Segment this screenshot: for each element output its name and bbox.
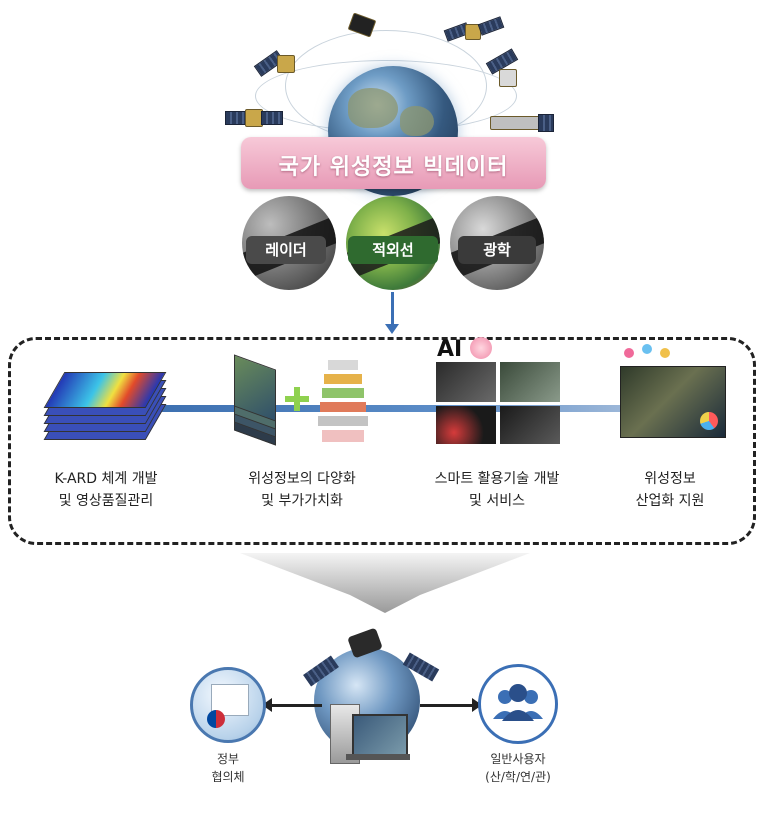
users-label-line1: 일반사용자 <box>490 752 546 766</box>
step-smart-service: 스마트 활용기술 개발 및 서비스 <box>404 468 590 512</box>
image-stack-icon <box>228 354 278 446</box>
process-dashed-box <box>8 337 756 545</box>
step-k-ard: K-ARD 체계 개발 및 영상품질관리 <box>26 468 186 512</box>
laptop-base-icon <box>346 754 410 760</box>
arrowhead-right <box>472 698 482 712</box>
step-industry-support-line1: 위성정보 <box>644 471 696 487</box>
users-label-line2: (산/학/연/관) <box>485 770 551 784</box>
arrow-to-users <box>420 704 476 707</box>
step-industry-support-line2: 산업화 지원 <box>635 493 705 509</box>
government-label-line2: 협의체 <box>211 770 245 784</box>
step-k-ard-line2: 및 영상품질관리 <box>58 493 154 509</box>
process-flow-line <box>150 405 630 412</box>
government-node <box>190 667 266 743</box>
users-node <box>478 664 558 744</box>
ai-badge: AI <box>437 337 463 362</box>
funnel-arrow-graphic <box>240 553 530 613</box>
step-k-ard-line1: K-ARD 체계 개발 <box>54 471 158 487</box>
users-label: 일반사용자 (산/학/연/관) <box>462 750 574 786</box>
down-arrow <box>385 292 399 334</box>
brain-icon <box>470 337 492 359</box>
step-smart-service-line1: 스마트 활용기술 개발 <box>434 471 560 487</box>
arrow-to-government <box>266 704 322 707</box>
step-industry-support: 위성정보 산업화 지원 <box>610 468 730 512</box>
step-diversification-line1: 위성정보의 다양화 <box>248 471 356 487</box>
people-group-icon <box>493 684 543 721</box>
government-label: 정부 협의체 <box>188 750 268 786</box>
sensor-label-optical: 광학 <box>458 236 536 264</box>
k-ard-stack-icon <box>43 368 167 448</box>
step-diversification-line2: 및 부가가치화 <box>261 493 343 509</box>
step-diversification: 위성정보의 다양화 및 부가가치화 <box>214 468 390 512</box>
monitor-icon <box>352 714 408 756</box>
industry-dashboard-icon <box>616 344 726 440</box>
sensor-label-radar: 레이더 <box>246 236 326 264</box>
step-smart-service-line2: 및 서비스 <box>469 493 525 509</box>
analytics-mosaic-icon <box>436 362 560 444</box>
taegeuk-emblem-icon <box>207 710 225 728</box>
layered-pyramid-icon <box>318 360 368 448</box>
arrowhead-left <box>262 698 272 712</box>
building-icon <box>211 684 249 716</box>
government-label-line1: 정부 <box>216 752 240 766</box>
plus-icon <box>285 387 309 411</box>
big-data-title: 국가 위성정보 빅데이터 <box>278 155 509 180</box>
big-data-title-banner: 국가 위성정보 빅데이터 <box>241 137 546 189</box>
sensor-label-infrared: 적외선 <box>348 236 438 264</box>
